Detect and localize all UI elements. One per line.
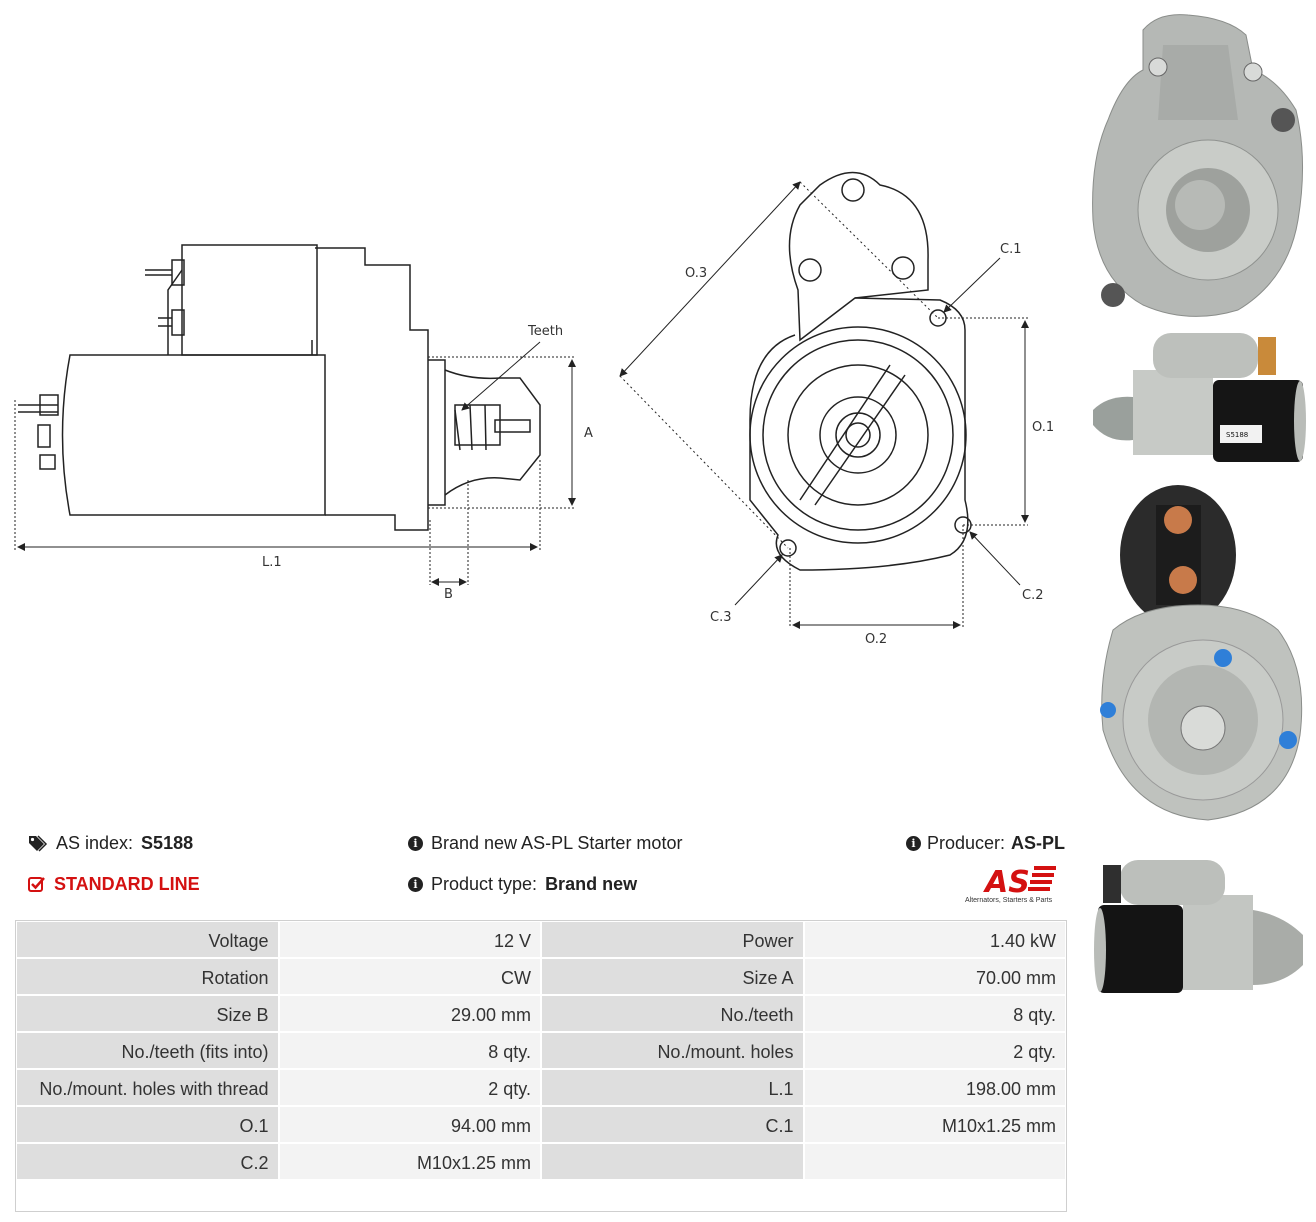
- tag-icon: [29, 834, 48, 852]
- spec-label: [539, 1142, 805, 1181]
- spec-value: [802, 1142, 1068, 1181]
- standard-line-label: STANDARD LINE: [54, 874, 200, 894]
- svg-text:AS: AS: [983, 865, 1030, 896]
- spec-value: 94.00 mm: [277, 1105, 542, 1144]
- photo-side-motor[interactable]: S5188: [1088, 325, 1308, 470]
- checkbox-icon: [28, 877, 45, 892]
- photo-rear-cover[interactable]: [1088, 480, 1308, 840]
- side-view-dimensions: [14, 341, 576, 586]
- photo-side-rear[interactable]: [1088, 855, 1308, 1000]
- spec-label: Rotation: [15, 957, 280, 996]
- label-c3: C.3: [710, 610, 731, 625]
- as-index-value: S5188: [141, 833, 194, 853]
- as-pl-logo: AS Alternators, Starters & Parts: [960, 862, 1070, 908]
- spec-value: M10x1.25 mm: [277, 1142, 542, 1181]
- spec-value: 1.40 kW: [802, 920, 1068, 959]
- spec-label: Size B: [15, 994, 280, 1033]
- label-a: A: [584, 426, 593, 441]
- front-view-dimensions: [619, 181, 1029, 629]
- product-description: i Brand new AS-PL Starter motor: [408, 833, 682, 854]
- label-o3: O.3: [685, 266, 707, 281]
- info-icon: i: [906, 836, 921, 851]
- spec-label: O.1: [15, 1105, 280, 1144]
- info-icon: i: [408, 877, 423, 892]
- spec-label: No./teeth (fits into): [15, 1031, 280, 1070]
- info-icon: i: [408, 836, 423, 851]
- product-type-label: Product type:: [431, 874, 538, 894]
- label-c2: C.2: [1022, 588, 1043, 603]
- label-b: B: [444, 587, 453, 602]
- spec-value: 12 V: [277, 920, 542, 959]
- spec-label: No./mount. holes: [539, 1031, 805, 1070]
- spec-label: Voltage: [15, 920, 280, 959]
- label-l1: L.1: [262, 555, 282, 570]
- front-view: [749, 171, 972, 571]
- product-type: i Product type: Brand new: [408, 874, 637, 895]
- spec-value: 2 qty.: [277, 1068, 542, 1107]
- photo-front-housing[interactable]: [1088, 10, 1308, 322]
- spec-value: 8 qty.: [277, 1031, 542, 1070]
- spec-value: 2 qty.: [802, 1031, 1068, 1070]
- product-type-value: Brand new: [545, 874, 638, 894]
- label-o2: O.2: [865, 632, 887, 647]
- spec-label: C.2: [15, 1142, 280, 1181]
- spec-value: CW: [277, 957, 542, 996]
- table-row: No./teeth (fits into)8 qty.No./mount. ho…: [15, 1031, 1068, 1070]
- producer-value: AS-PL: [1011, 833, 1066, 853]
- svg-text:S5188: S5188: [1226, 431, 1248, 439]
- label-o1: O.1: [1032, 420, 1054, 435]
- label-teeth: Teeth: [527, 324, 563, 339]
- as-index: AS index: S5188: [28, 833, 193, 854]
- producer-label: Producer:: [927, 833, 1006, 853]
- spec-label: C.1: [539, 1105, 805, 1144]
- spec-label: No./teeth: [539, 994, 805, 1033]
- technical-drawing: Teeth A L.1 B O.3 C.1 O.1 C.2: [14, 171, 1054, 647]
- label-c1: C.1: [1000, 242, 1021, 257]
- standard-line: STANDARD LINE: [28, 874, 200, 895]
- as-index-label: AS index:: [56, 833, 134, 853]
- producer: i Producer: AS-PL: [906, 833, 1065, 854]
- spec-value: M10x1.25 mm: [802, 1105, 1068, 1144]
- logo-tagline: Alternators, Starters & Parts: [965, 897, 1053, 904]
- spec-label: Size A: [539, 957, 805, 996]
- spec-label: L.1: [539, 1068, 805, 1107]
- side-view: [18, 244, 541, 531]
- spec-value: 198.00 mm: [802, 1068, 1068, 1107]
- spec-label: Power: [539, 920, 805, 959]
- spec-value: 70.00 mm: [802, 957, 1068, 996]
- spec-label: No./mount. holes with thread: [15, 1068, 280, 1107]
- spec-value: 29.00 mm: [277, 994, 542, 1033]
- description-text: Brand new AS-PL Starter motor: [431, 833, 683, 853]
- spec-value: 8 qty.: [802, 994, 1068, 1033]
